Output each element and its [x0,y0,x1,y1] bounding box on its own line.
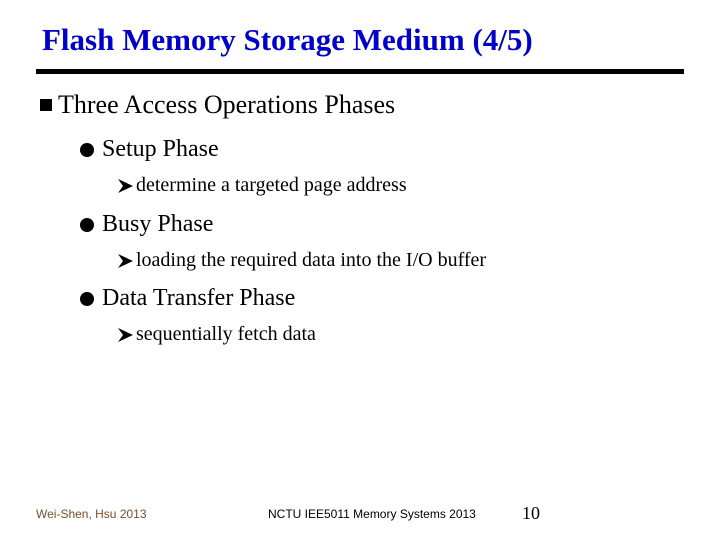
arrow-bullet-icon [118,327,133,342]
round-bullet-icon [80,291,94,306]
phase-label: Busy Phase [102,211,214,237]
square-bullet-icon [40,99,52,111]
phase-detail: loading the required data into the I/O b… [136,249,487,271]
bullet-phase-transfer: Data Transfer Phase [80,285,295,312]
arrow-bullet-icon [118,253,133,268]
bullet-phase-busy: Busy Phase [80,211,213,238]
round-bullet-icon [80,217,94,232]
bullet-main-text: Three Access Operations Phases [58,90,396,119]
bullet-detail-setup: determine a targeted page address [116,174,407,197]
phase-label: Setup Phase [102,136,219,162]
slide-title: Flash Memory Storage Medium (4/5) [42,22,533,57]
phase-label: Data Transfer Phase [102,285,296,311]
footer-author: Wei-Shen, Hsu 2013 [36,507,147,521]
phase-detail: determine a targeted page address [136,174,407,196]
phase-detail: sequentially fetch data [136,323,316,345]
title-divider [36,69,684,74]
arrow-bullet-icon [118,178,133,193]
footer-course: NCTU IEE5011 Memory Systems 2013 [268,507,476,521]
page-number: 10 [522,503,540,523]
round-bullet-icon [80,142,94,157]
bullet-phase-setup: Setup Phase [80,136,219,163]
bullet-detail-transfer: sequentially fetch data [116,323,316,346]
bullet-detail-busy: loading the required data into the I/O b… [116,249,486,272]
bullet-main: Three Access Operations Phases [40,90,395,120]
